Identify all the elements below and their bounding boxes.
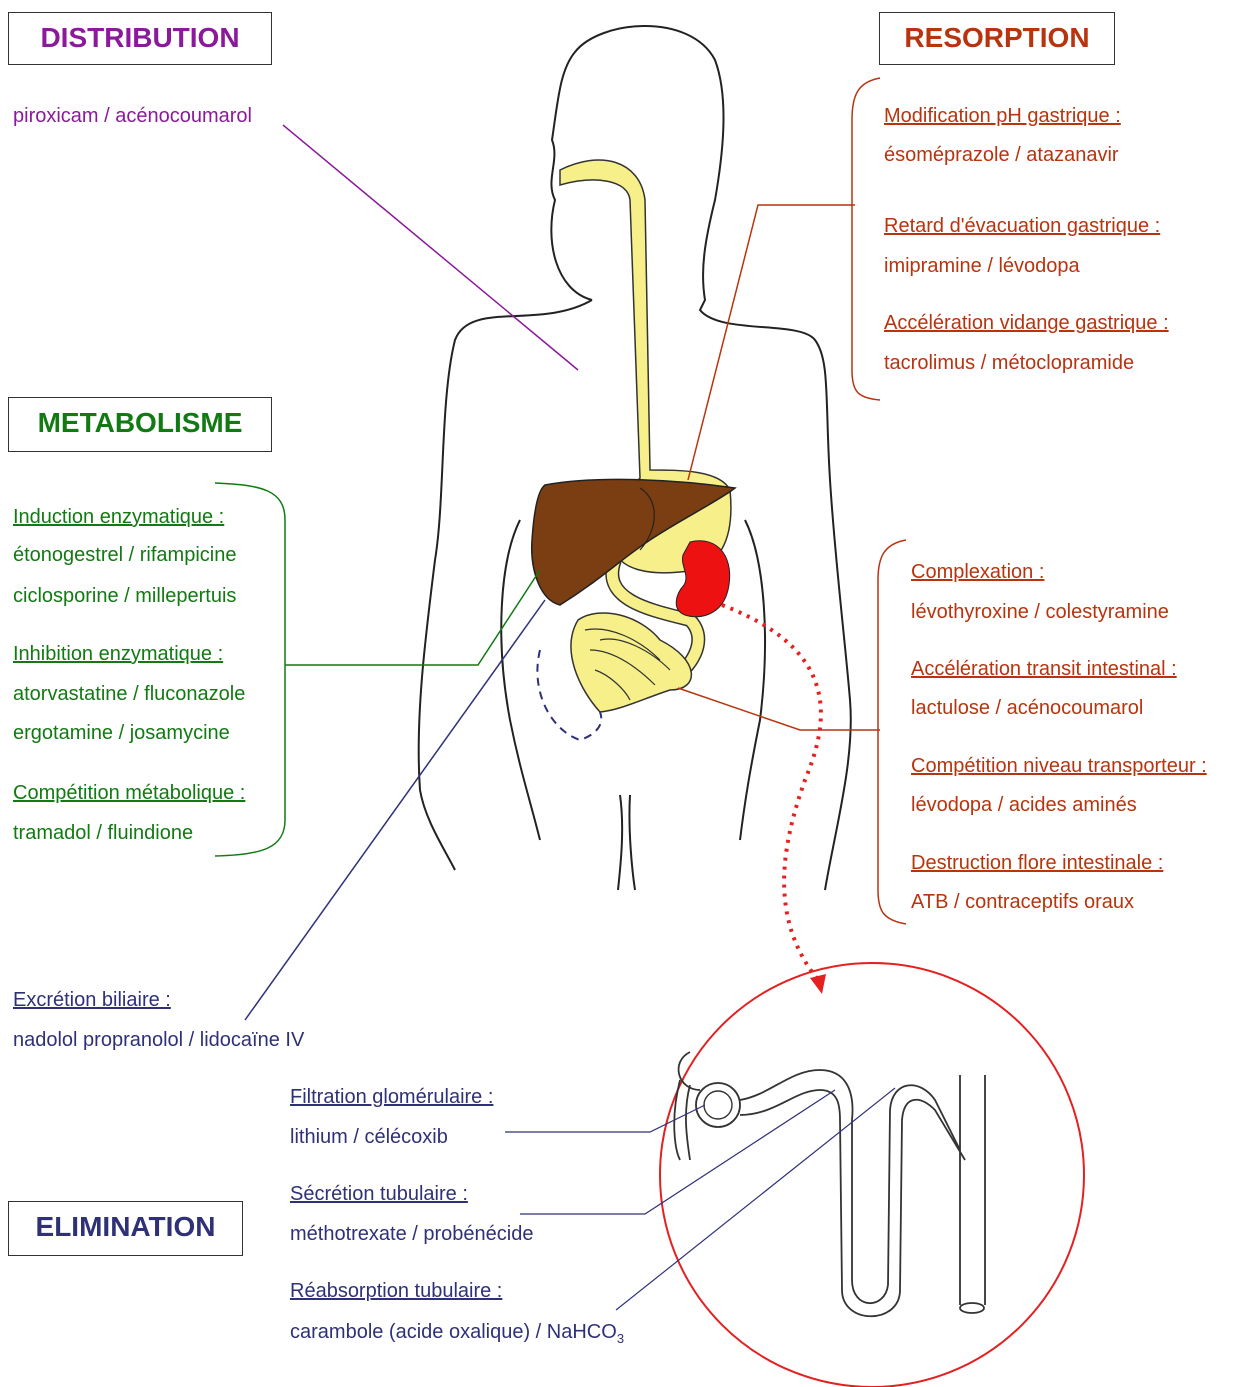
resorption-examples: ATB / contraceptifs oraux bbox=[911, 890, 1134, 914]
resorption-examples: tacrolimus / métoclopramide bbox=[884, 351, 1134, 375]
digestive-tract bbox=[537, 160, 731, 740]
distribution-title: DISTRIBUTION bbox=[8, 12, 272, 65]
gastric-resorption-leader bbox=[688, 205, 855, 480]
nephron-circle bbox=[660, 963, 1084, 1387]
resorption-heading: Retard d'évacuation gastrique : bbox=[884, 214, 1160, 238]
body-silhouette bbox=[419, 26, 851, 890]
renal-examples-text: carambole (acide oxalique) / NaHCO bbox=[290, 1321, 617, 1343]
renal-heading: Filtration glomérulaire : bbox=[290, 1085, 493, 1109]
resorption-heading: Modification pH gastrique : bbox=[884, 104, 1121, 128]
distribution-examples: piroxicam / acénocoumarol bbox=[13, 104, 252, 128]
metabolism-examples: étonogestrel / rifampicine bbox=[13, 543, 236, 567]
resorption-heading: Accélération transit intestinal : bbox=[911, 657, 1177, 681]
renal-examples: carambole (acide oxalique) / NaHCO3 bbox=[290, 1320, 624, 1351]
nephron bbox=[674, 1052, 985, 1316]
subscript: 3 bbox=[617, 1331, 624, 1346]
kidney-to-nephron-arrow bbox=[722, 605, 821, 980]
resorption-heading: Complexation : bbox=[911, 560, 1044, 584]
renal-examples: méthotrexate / probénécide bbox=[290, 1222, 534, 1246]
metabolism-heading: Induction enzymatique : bbox=[13, 505, 224, 529]
metabolism-examples: atorvastatine / fluconazole bbox=[13, 682, 245, 706]
resorption-examples: imipramine / lévodopa bbox=[884, 254, 1080, 278]
kidney bbox=[676, 541, 729, 617]
resorption-examples: ésoméprazole / atazanavir bbox=[884, 143, 1119, 167]
biliary-leader bbox=[245, 600, 545, 1020]
resorption-title: RESORPTION bbox=[879, 12, 1115, 65]
biliary-heading: Excrétion biliaire : bbox=[13, 988, 171, 1012]
metabolism-examples: ergotamine / josamycine bbox=[13, 721, 230, 745]
metabolism-heading: Inhibition enzymatique : bbox=[13, 642, 223, 666]
resorption-heading: Destruction flore intestinale : bbox=[911, 851, 1163, 875]
reabsorption-leader bbox=[616, 1088, 895, 1310]
renal-heading: Sécrétion tubulaire : bbox=[290, 1182, 468, 1206]
metabolism-examples: tramadol / fluindione bbox=[13, 821, 193, 845]
resorption-examples: lactulose / acénocoumarol bbox=[911, 696, 1143, 720]
elimination-title: ELIMINATION bbox=[8, 1201, 243, 1256]
resorption-examples: lévodopa / acides aminés bbox=[911, 793, 1137, 817]
resorption-heading: Accélération vidange gastrique : bbox=[884, 311, 1169, 335]
resorption-intestinal-bracket bbox=[878, 540, 906, 924]
metabolism-heading: Compétition métabolique : bbox=[13, 781, 245, 805]
renal-heading: Réabsorption tubulaire : bbox=[290, 1279, 502, 1303]
resorption-gastric-bracket bbox=[852, 78, 880, 400]
biliary-examples: nadolol propranolol / lidocaïne IV bbox=[13, 1028, 304, 1052]
metabolisme-title: METABOLISME bbox=[8, 397, 272, 452]
metabolism-examples: ciclosporine / millepertuis bbox=[13, 584, 236, 608]
distribution-leader bbox=[283, 125, 578, 370]
resorption-heading: Compétition niveau transporteur : bbox=[911, 754, 1207, 778]
resorption-examples: lévothyroxine / colestyramine bbox=[911, 600, 1169, 624]
renal-examples: lithium / célécoxib bbox=[290, 1125, 448, 1149]
